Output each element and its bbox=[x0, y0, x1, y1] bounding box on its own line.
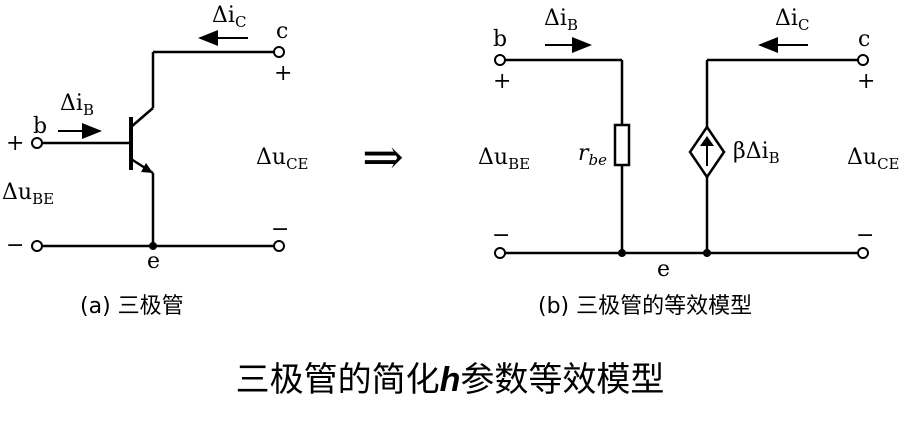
terminal-b-b bbox=[494, 54, 506, 66]
label-e-a: e bbox=[147, 249, 160, 274]
diagram-b-equivalent bbox=[505, 58, 858, 255]
terminal-e-left bbox=[31, 240, 43, 252]
label-c-b: c bbox=[858, 27, 870, 52]
collector-lead bbox=[130, 107, 154, 128]
title-suffix: 参数等效模型 bbox=[460, 360, 665, 400]
uce-label-b: ΔuCE bbox=[847, 145, 900, 173]
title-h: h bbox=[439, 361, 461, 399]
rbe-label: rbe bbox=[578, 141, 607, 169]
terminal-b bbox=[31, 137, 43, 149]
ic-label-a: ΔiC bbox=[212, 3, 246, 31]
terminal-c-b bbox=[857, 54, 869, 66]
node-dot-left bbox=[618, 249, 626, 257]
ic-label-b: ΔiC bbox=[775, 6, 809, 34]
source-arrow-head bbox=[700, 136, 714, 146]
node-dot bbox=[149, 242, 157, 250]
emitter-arrow bbox=[141, 163, 153, 173]
label-c-a: c bbox=[276, 19, 288, 44]
plus-c-a: + bbox=[274, 61, 292, 86]
minus-c-b: − bbox=[856, 223, 874, 248]
caption-b: (b) 三极管的等效模型 bbox=[538, 294, 753, 319]
label-e-b: e bbox=[657, 257, 670, 282]
label-b-b: b bbox=[493, 27, 507, 52]
plus-c-b: + bbox=[857, 69, 875, 94]
ube-label-b: ΔuBE bbox=[478, 145, 530, 173]
rbe-resistor bbox=[613, 123, 631, 167]
ib-label-a: ΔiB bbox=[60, 91, 94, 119]
minus-c-a: − bbox=[271, 217, 289, 242]
terminal-e-left-b bbox=[494, 247, 506, 259]
ube-label-a: ΔuBE bbox=[2, 180, 54, 208]
plus-b-a: + bbox=[6, 131, 24, 156]
label-b-a: b bbox=[33, 114, 47, 139]
terminal-e-right-b bbox=[857, 247, 869, 259]
implies-arrow: ⇒ bbox=[362, 128, 404, 186]
caption-a: (a) 三极管 bbox=[80, 294, 184, 319]
title-prefix: 三极管的简化 bbox=[235, 360, 440, 400]
terminal-e-right bbox=[273, 240, 285, 252]
diagram-a-transistor bbox=[42, 50, 274, 248]
figure-title: 三极管的简化h参数等效模型 bbox=[0, 352, 900, 401]
minus-b-a: − bbox=[6, 233, 24, 258]
ib-label-b: ΔiB bbox=[544, 6, 578, 34]
uce-label-a: ΔuCE bbox=[256, 145, 309, 173]
node-dot-right bbox=[703, 249, 711, 257]
source-label: βΔiB bbox=[733, 139, 780, 167]
plus-b-b: + bbox=[493, 69, 511, 94]
terminal-c bbox=[273, 46, 285, 58]
minus-b-b: − bbox=[492, 223, 510, 248]
